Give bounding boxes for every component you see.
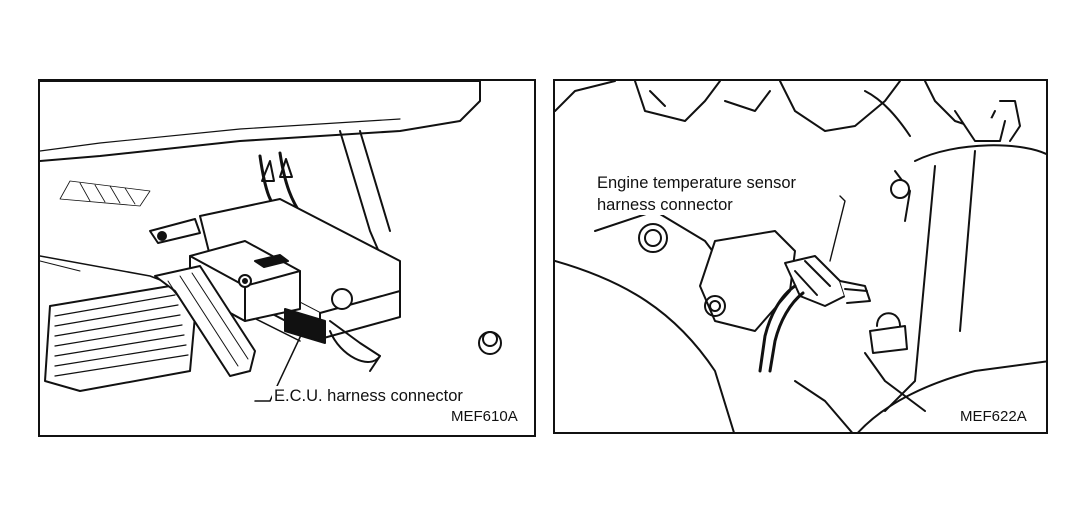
figure-ecu-harness-connector: E.C.U. harness connector MEF610A [38, 79, 536, 437]
engine-temp-sensor-label-line1: Engine temperature sensor [595, 173, 799, 193]
ecu-illustration [40, 81, 502, 402]
engine-temp-sensor-label-line2: harness connector [595, 195, 735, 215]
engine-illustration [555, 81, 1046, 432]
figure-code-left: MEF610A [451, 408, 518, 425]
figure-code-right: MEF622A [960, 408, 1027, 425]
figure-engine-temp-sensor: Engine temperature sensor harness connec… [553, 79, 1048, 434]
ecu-harness-connector-label: E.C.U. harness connector [272, 386, 465, 406]
